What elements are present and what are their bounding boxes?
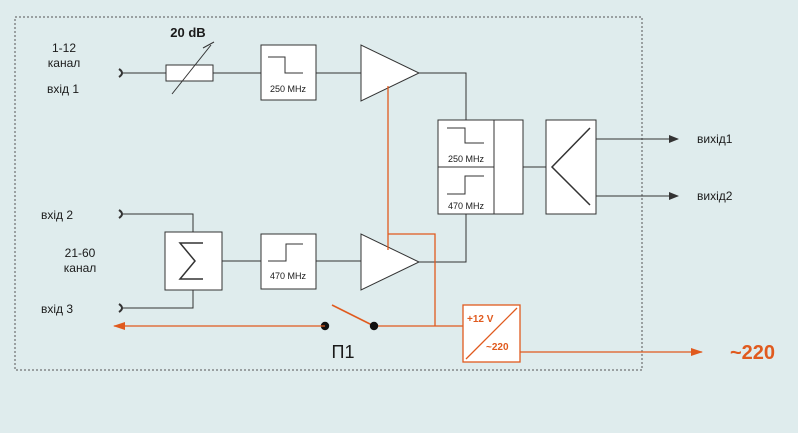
- input-2-connector: [118, 209, 123, 219]
- output-1-label: вихід1: [697, 132, 733, 146]
- diplexer-highpass-icon: [447, 175, 484, 195]
- wire-input3-summer: [122, 290, 194, 309]
- amplifier-bottom: [360, 233, 421, 291]
- power-supply-ac-label: ~220: [486, 342, 509, 353]
- power-rail-bottom-amp: [388, 233, 436, 326]
- channel-range-bottom-line1: 21-60: [65, 246, 96, 260]
- splitter-icon: [550, 127, 591, 206]
- power-supply-dc-label: +12 V: [467, 314, 494, 325]
- input-3-connector: [118, 303, 123, 313]
- switch-label: П1: [332, 342, 355, 362]
- attenuator-block: [165, 64, 214, 82]
- diplexer-high-label: 470 MHz: [448, 201, 485, 211]
- summer-block: [164, 231, 223, 291]
- wire-input2-summer: [122, 213, 194, 232]
- switch-contact-right: [369, 321, 379, 331]
- wire-amp-bottom-diplexer: [419, 214, 467, 263]
- highpass-symbol-icon: [268, 243, 303, 262]
- lowpass-filter-top-label: 250 MHz: [270, 84, 307, 94]
- switch-lever: [331, 304, 375, 327]
- input-1-connector: [118, 68, 123, 78]
- power-supply-diagonal: [465, 307, 518, 360]
- device-enclosure: [14, 16, 643, 371]
- input-3-label: вхід 3: [41, 302, 73, 316]
- attenuator-value: 20 dB: [170, 25, 205, 40]
- channel-range-bottom-line2: канал: [64, 261, 97, 275]
- diplexer-lowpass-icon: [447, 127, 484, 144]
- output-2-label: вихід2: [697, 189, 733, 203]
- sigma-icon: [178, 242, 203, 280]
- splitter-block: [545, 119, 597, 215]
- channel-range-top-line1: 1-12: [52, 41, 76, 55]
- input-1-label: вхід 1: [47, 82, 79, 96]
- wire-amp-top-diplexer: [419, 72, 467, 120]
- amplifier-top: [360, 44, 421, 102]
- mains-label: ~220: [730, 342, 775, 364]
- highpass-filter-bottom-label: 470 MHz: [270, 271, 307, 281]
- channel-range-top-line2: канал: [48, 56, 81, 70]
- attenuator-adjust-arrow: [171, 44, 212, 95]
- lowpass-symbol-icon: [268, 56, 303, 74]
- input-2-label: вхід 2: [41, 208, 73, 222]
- attenuator-adjust-tick: [202, 41, 215, 49]
- diplexer-low-label: 250 MHz: [448, 154, 485, 164]
